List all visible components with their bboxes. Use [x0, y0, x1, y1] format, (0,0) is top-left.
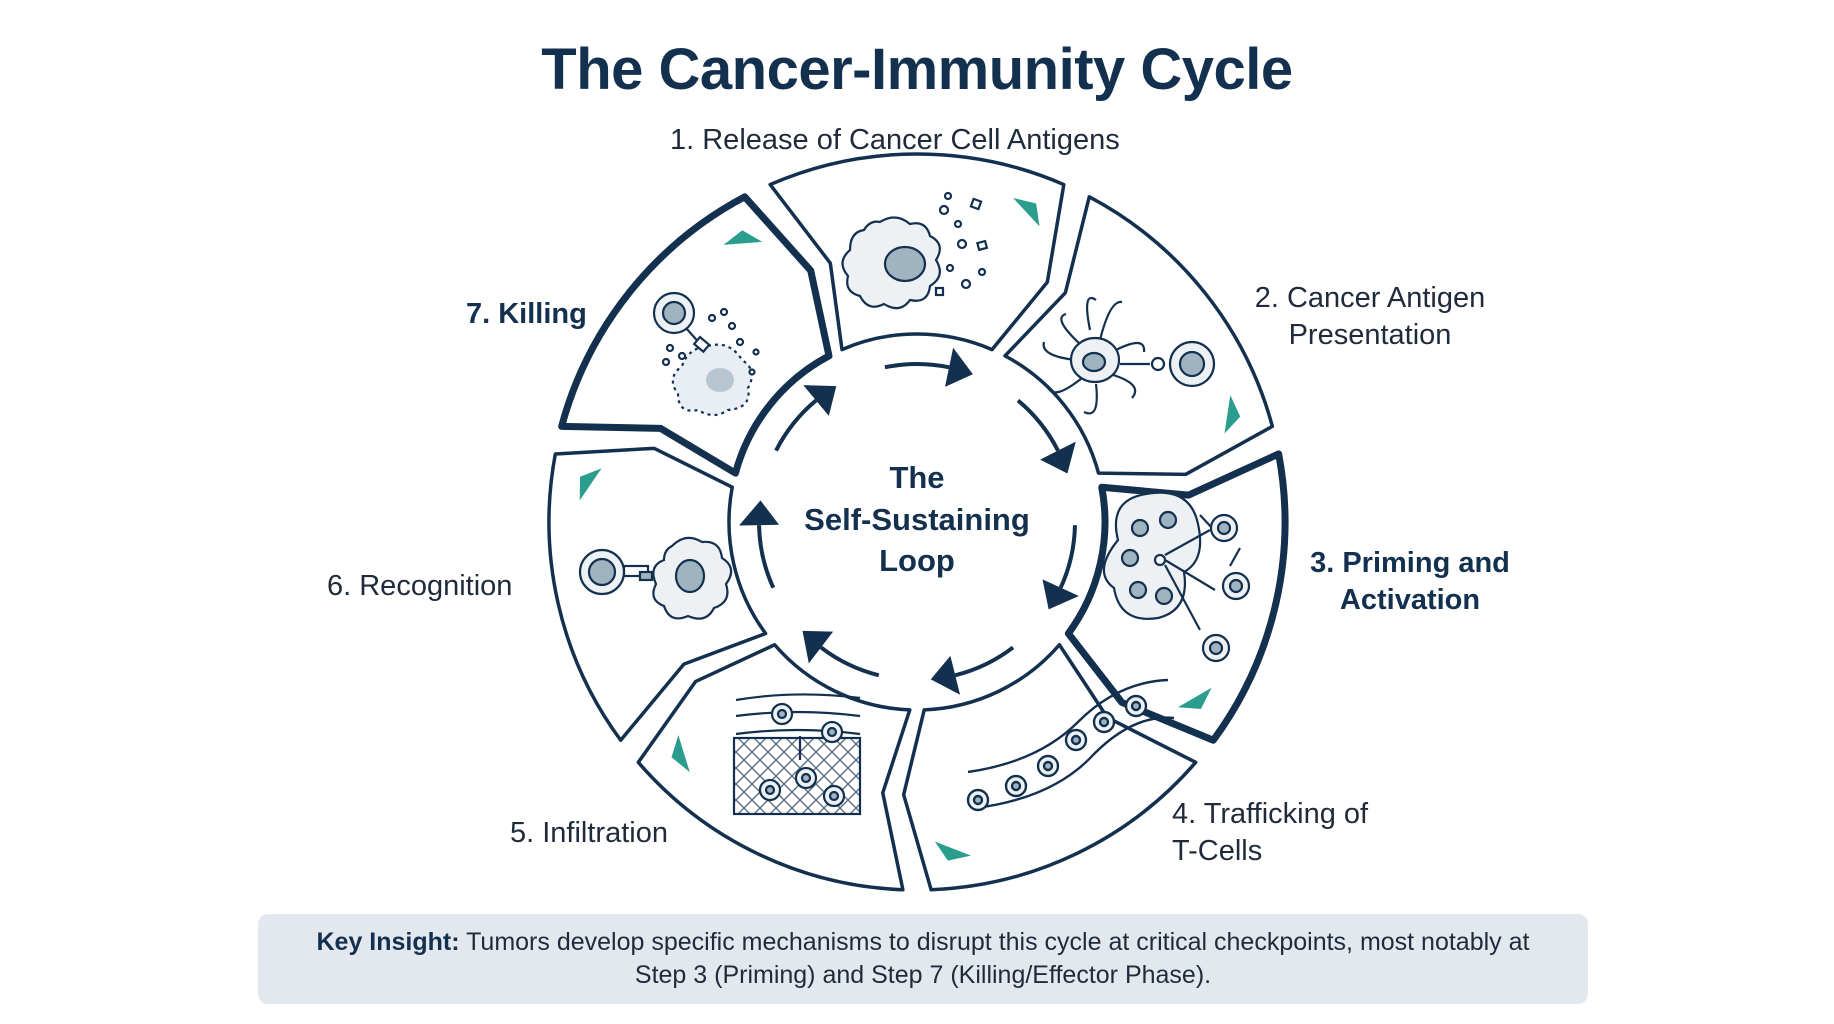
key-insight-label: Key Insight: — [316, 928, 460, 956]
step-3-label-line-1: 3. Priming and — [1310, 547, 1510, 579]
inner-arrow-head-7 — [803, 385, 837, 416]
inner-arrow-head-5 — [802, 630, 834, 664]
inner-arrow-arc-4 — [954, 645, 1015, 678]
key-insight-text: Tumors develop specific mechanisms to di… — [466, 928, 1530, 989]
inner-arrow-arc-7 — [774, 398, 818, 452]
segment-accent-1 — [1013, 197, 1040, 227]
key-insight-panel: Key Insight: Tumors develop specific mec… — [258, 914, 1588, 1004]
inner-arrow-arc-2 — [1016, 398, 1060, 452]
inner-arrow-arc-3 — [1058, 525, 1077, 589]
step-5-label: 5. Infiltration — [510, 817, 668, 849]
step-1-label: 1. Release of Cancer Cell Antigens — [670, 124, 1120, 156]
inner-arrow-head-4 — [930, 655, 961, 695]
t-cell-binding-tumor-cell-icon — [578, 536, 733, 620]
step-7-label: 7. Killing — [466, 298, 587, 330]
inner-cycle-arrows — [739, 347, 1079, 695]
t-cells-in-blood-vessel-icon — [966, 678, 1175, 812]
t-cells-entering-tissue-icon — [732, 693, 862, 816]
segment-accent-2 — [1224, 395, 1241, 434]
segment-accent-7 — [723, 230, 763, 245]
inner-arrow-arc-5 — [819, 645, 880, 678]
segment-accent-3 — [1177, 687, 1212, 710]
center-label: The Self-Sustaining Loop — [804, 460, 1030, 578]
t-cell-killing-tumor-cell-icon — [652, 291, 760, 417]
cycle-segment-step-7 — [558, 193, 833, 477]
segment-accents — [579, 197, 1241, 861]
step-3-label: 3. Priming and Activation — [1290, 545, 1530, 619]
inner-arrow-head-6 — [739, 500, 780, 526]
step-3-label-line-2: Activation — [1339, 584, 1481, 616]
step-2-label-line-1: 2. Cancer Antigen — [1254, 282, 1486, 314]
tumor-cell-releasing-antigens-icon — [841, 191, 989, 310]
lymph-node-activating-t-cells-icon — [1102, 491, 1251, 663]
inner-arrow-head-2 — [1040, 441, 1076, 474]
inner-arrow-arc-1 — [884, 362, 950, 370]
step-4-label: 4. Trafficking of T-Cells — [1172, 796, 1368, 870]
segment-accent-4 — [934, 841, 972, 861]
diagram-title: The Cancer-Immunity Cycle — [541, 37, 1293, 102]
inner-arrow-arc-6 — [757, 525, 776, 589]
center-line-2: Self-Sustaining — [804, 502, 1030, 537]
step-2-label: 2. Cancer Antigen Presentation — [1240, 280, 1500, 354]
step-2-label-line-2: Presentation — [1288, 319, 1452, 351]
inner-arrow-head-3 — [1042, 579, 1079, 610]
step-6-label: 6. Recognition — [327, 570, 513, 602]
step-4-label-line-1: 4. Trafficking of — [1172, 798, 1369, 830]
segment-accent-5 — [671, 735, 690, 773]
segment-accent-6 — [579, 468, 602, 501]
center-line-3: Loop — [879, 543, 955, 578]
center-line-1: The — [889, 460, 944, 495]
inner-arrow-head-1 — [945, 347, 973, 387]
dendritic-cell-with-t-cell-icon — [1042, 297, 1216, 415]
step-4-label-line-2: T-Cells — [1172, 835, 1263, 867]
cycle-segment-step-2 — [1003, 195, 1275, 477]
